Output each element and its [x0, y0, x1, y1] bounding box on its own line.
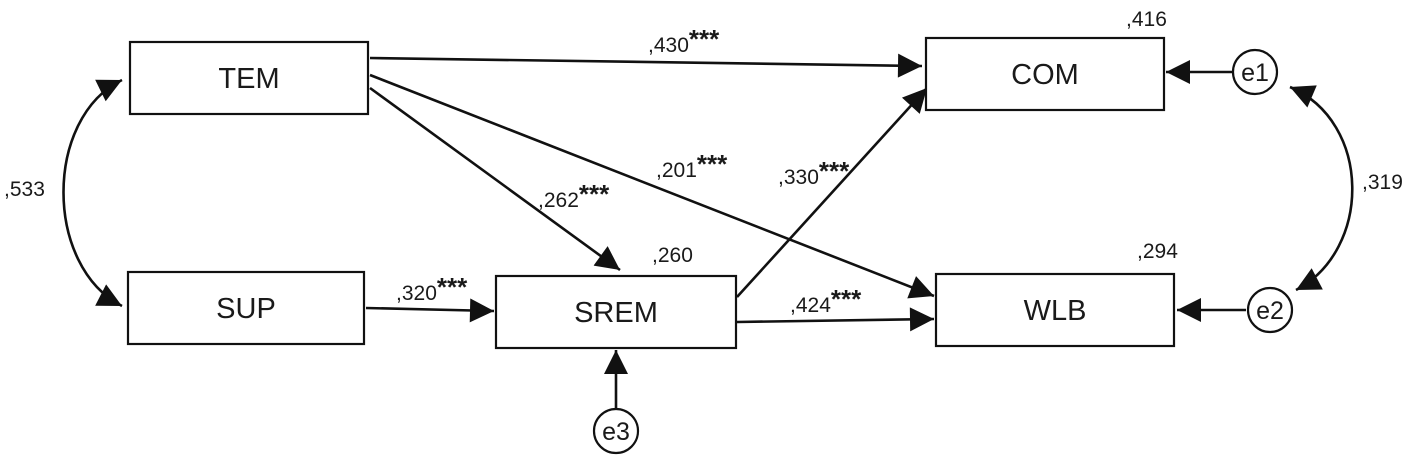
- label-tem-wlb: ,201***: [656, 149, 728, 182]
- path-srem-wlb: [736, 307, 935, 332]
- node-sup: SUP: [126, 270, 366, 346]
- node-srem-label: SREM: [574, 297, 658, 329]
- coef-tem-com: ,430: [648, 34, 689, 57]
- node-sup-label: SUP: [216, 293, 276, 325]
- coef-tem-wlb: ,201: [656, 159, 697, 182]
- sig-srem-com: ***: [819, 156, 850, 186]
- node-wlb: WLB: [934, 272, 1176, 348]
- node-wlb-label: WLB: [1024, 295, 1087, 327]
- covariance-arc-tem-sup: [62, 78, 123, 308]
- coef-srem-wlb: ,424: [790, 294, 831, 317]
- covariance-arc-e1-e2: [1289, 85, 1354, 292]
- error-e3-label: e3: [602, 418, 630, 446]
- node-tem: TEM: [128, 40, 370, 116]
- coef-tem-srem: ,262: [538, 189, 579, 212]
- error-e1: e1: [1231, 48, 1279, 96]
- path-tem-com: [369, 53, 923, 78]
- path-tem-srem: [369, 86, 621, 272]
- r2-srem: ,260: [652, 244, 693, 267]
- path-sup-srem: [365, 298, 495, 323]
- r2-wlb: ,294: [1137, 240, 1178, 263]
- label-sup-srem: ,320***: [396, 272, 468, 305]
- sig-tem-wlb: ***: [697, 149, 728, 179]
- label-tem-srem: ,262***: [538, 179, 610, 212]
- label-srem-wlb: ,424***: [790, 284, 862, 317]
- path-tem-wlb: [369, 73, 935, 299]
- r2-com: ,416: [1126, 8, 1167, 31]
- node-com: COM: [924, 36, 1166, 112]
- node-com-label: COM: [1011, 59, 1079, 91]
- error-e3: e3: [592, 407, 640, 455]
- node-srem: SREM: [494, 274, 738, 350]
- coef-tem-sup: ,533: [4, 178, 45, 201]
- error-e1-label: e1: [1241, 59, 1269, 87]
- coef-sup-srem: ,320: [396, 282, 437, 305]
- sig-srem-wlb: ***: [831, 284, 862, 314]
- error-e2-label: e2: [1256, 297, 1284, 325]
- error-e2: e2: [1246, 286, 1294, 334]
- node-tem-label: TEM: [218, 63, 279, 95]
- label-tem-com: ,430***: [648, 24, 720, 57]
- sig-sup-srem: ***: [437, 272, 468, 302]
- sig-tem-srem: ***: [579, 179, 610, 209]
- label-srem-com: ,330***: [778, 156, 850, 189]
- coef-srem-com: ,330: [778, 166, 819, 189]
- path-srem-com: [736, 87, 928, 298]
- coef-e1-e2: ,319: [1362, 171, 1403, 194]
- sig-tem-com: ***: [689, 24, 720, 54]
